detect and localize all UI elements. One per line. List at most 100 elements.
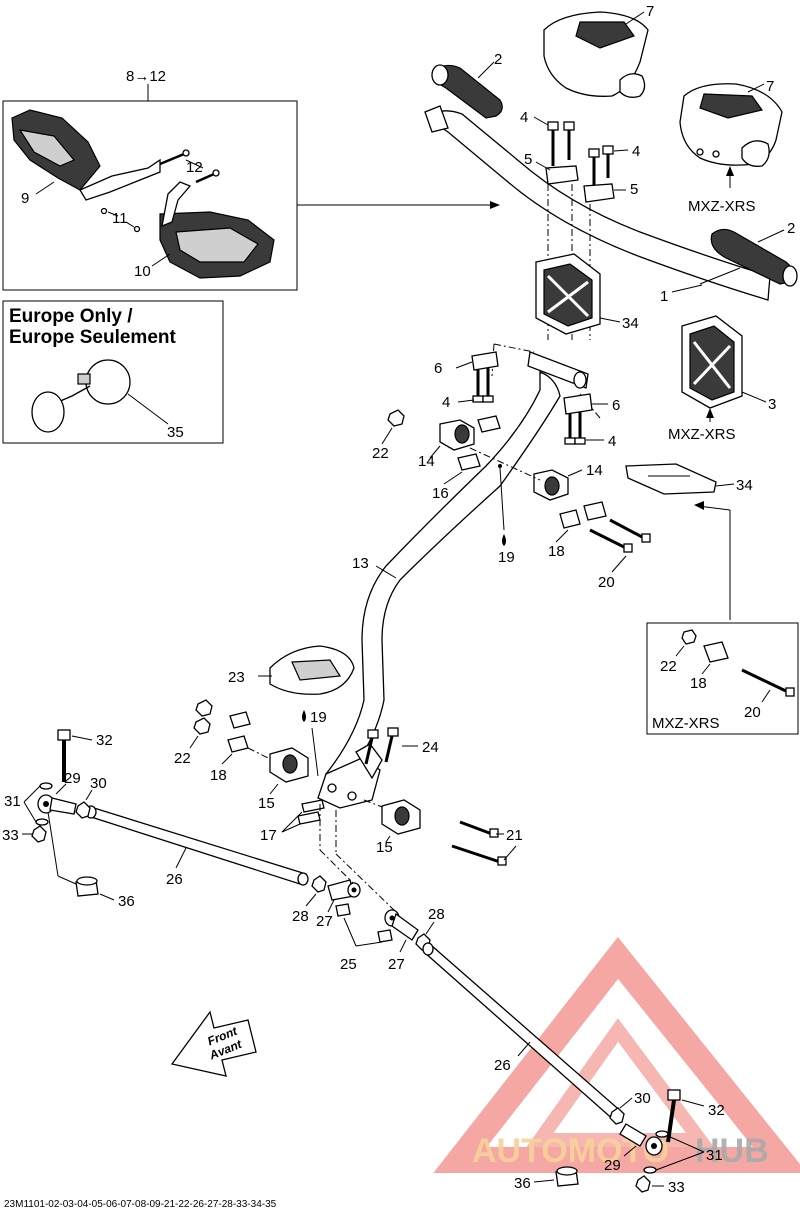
callout-30-right: 30 [634, 1090, 651, 1107]
callout-9: 9 [21, 190, 29, 207]
nut-part-22-low-a [195, 699, 213, 717]
clamp-cap-part-6-left [471, 351, 499, 403]
callout-10: 10 [134, 263, 151, 280]
nut-part-22-xrs [681, 629, 697, 645]
screw-part-11 [159, 149, 220, 184]
callout-14-right: 14 [586, 462, 603, 479]
washer-part-31-left-b [35, 818, 49, 826]
nut-part-28-left [311, 875, 327, 893]
riser-part-3-4 [535, 253, 601, 335]
nut-part-30-left [75, 801, 91, 819]
variant-label-riser: MXZ-XRS [668, 426, 736, 443]
xrs-variant-box: 22 18 20 MXZ-XRS [646, 622, 799, 735]
callout-6-right: 6 [612, 397, 620, 414]
callout-31-right: 31 [706, 1147, 723, 1164]
bushing-part-15-left [269, 747, 309, 783]
callout-26-right: 26 [494, 1057, 511, 1074]
callout-18-xrs: 18 [690, 675, 707, 692]
grease-icon-low [302, 710, 306, 722]
spacer-part-25-a [335, 903, 351, 917]
callout-18-low: 18 [210, 767, 227, 784]
callout-1: 1 [660, 288, 668, 305]
callout-7-top: 7 [646, 3, 654, 20]
handlebar-part-1 [424, 105, 771, 301]
diagram-code: 23M1101-02-03-04-05-06-07-08-09-21-22-26… [4, 1199, 277, 1210]
callout-32-left: 32 [96, 732, 113, 749]
callout-3-4: 34 [622, 315, 639, 332]
callout-15-left: 15 [258, 795, 275, 812]
callout-12: 11 [112, 210, 128, 227]
callout-18-top: 18 [548, 543, 565, 560]
callout-22-top: 22 [372, 445, 389, 462]
rod-end-part-29-right [619, 1123, 663, 1156]
spacer-part-36-right [555, 1166, 579, 1187]
callout-36-right: 36 [514, 1175, 531, 1192]
callout-22-xrs: 22 [660, 658, 677, 675]
callout-20-top: 20 [598, 574, 615, 591]
plate-part-34 [625, 463, 717, 495]
bolt-part-4-top-right [588, 145, 614, 186]
ball-joint-part-27-right [384, 909, 419, 941]
inset-handguard-box: 8→12 4 12 11 9 [2, 68, 500, 291]
callout-28-left: 28 [292, 908, 309, 925]
nut-part-33-left [31, 825, 47, 843]
callout-36-left: 36 [118, 893, 135, 910]
bolt-part-20-top [589, 518, 651, 553]
callout-29-left: 29 [64, 770, 81, 787]
callout-21: 21 [506, 827, 523, 844]
watermark-triangle [433, 937, 800, 1173]
europe-box-frame [2, 300, 224, 444]
callout-15-right: 15 [376, 839, 393, 856]
sleeve-part-16-a [477, 415, 501, 433]
europe-box-title-1: Europe Only / [9, 306, 133, 327]
spacer-part-18-top [559, 509, 581, 529]
sleeve-part-16 [457, 453, 481, 471]
spacer-part-18-xrs [703, 641, 729, 663]
ball-joint-part-27-left [327, 879, 361, 901]
variant-label-pad: MXZ-XRS [688, 198, 756, 215]
callout-2-top: 2 [494, 51, 502, 68]
pivot-bracket [317, 743, 383, 809]
variant-label-box: MXZ-XRS [652, 715, 720, 732]
rod-end-part-29-left [37, 794, 77, 815]
callout-4-top-left: 4 [520, 109, 528, 126]
spacer-part-36-left [75, 876, 99, 897]
callout-22-low: 22 [174, 750, 191, 767]
washer-part-31-left-a [39, 782, 53, 790]
callout-29-right: 29 [604, 1157, 621, 1174]
watermark: AUTOMOTO HUB [433, 937, 800, 1173]
callout-31-left: 31 [4, 793, 21, 810]
clamp-cap-part-5-left [545, 165, 579, 185]
riser-part-3-xrs [681, 315, 743, 409]
callout-4-mid-left: 4 [442, 394, 450, 411]
callout-28-right: 28 [428, 906, 445, 923]
spacer-part-25-b [377, 929, 393, 943]
callout-27-left: 27 [316, 913, 333, 930]
bolt-part-32-left [57, 729, 71, 782]
callout-30-left: 30 [90, 775, 107, 792]
bushing-part-15-right [381, 799, 421, 835]
bushing-part-14-left [439, 419, 475, 451]
cover-part-23 [269, 645, 355, 695]
nut-part-22-top [387, 409, 405, 427]
horn-part-35 [31, 359, 131, 433]
callout-11-label: 12 [186, 159, 203, 176]
inset-box-frame [2, 100, 298, 291]
callout-17: 17 [260, 827, 277, 844]
pad-part-7-xrs [679, 83, 783, 167]
nut-part-12a [100, 207, 108, 215]
callout-33-left: 33 [2, 827, 19, 844]
callout-4-mid-right: 4 [608, 433, 616, 450]
callout-16: 16 [432, 485, 449, 502]
callout-4-top-right: 4 [632, 143, 640, 160]
nut-part-33-right [635, 1175, 651, 1193]
bushing-part-14-right [533, 469, 569, 501]
callout-26-left: 26 [166, 871, 183, 888]
callout-27-right: 27 [388, 956, 405, 973]
callout-19-top: 19 [498, 549, 515, 566]
handguard-left-part-9 [11, 109, 161, 201]
callout-14-left: 14 [418, 453, 435, 470]
bolt-part-32-right [666, 1089, 681, 1143]
callout-32-right: 32 [708, 1102, 725, 1119]
